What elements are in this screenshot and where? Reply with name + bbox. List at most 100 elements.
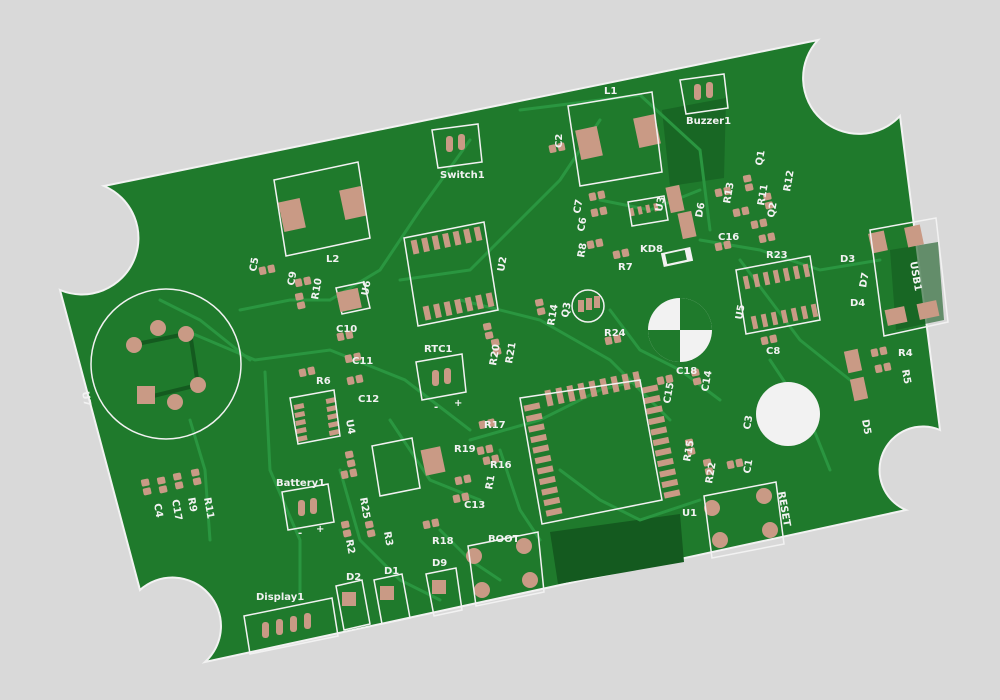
passive-pad bbox=[342, 529, 352, 538]
passive-footprint bbox=[656, 374, 674, 386]
label-R15: R15 bbox=[682, 439, 697, 462]
passive-pad bbox=[621, 248, 630, 258]
passive-footprint bbox=[870, 346, 888, 358]
passive-pad bbox=[344, 450, 354, 459]
label-R12: R12 bbox=[782, 169, 797, 192]
ic-pad bbox=[652, 436, 670, 447]
label-D4: D4 bbox=[850, 298, 865, 309]
passive-footprint bbox=[344, 450, 356, 468]
passive-pad bbox=[364, 520, 374, 529]
ic-pad bbox=[800, 305, 809, 320]
passive-pad bbox=[870, 348, 879, 358]
label-U5: U5 bbox=[734, 304, 747, 321]
label-L2: L2 bbox=[326, 254, 339, 265]
label-D6: D6 bbox=[694, 202, 707, 219]
ic-pad bbox=[661, 478, 679, 489]
ic-pad bbox=[780, 309, 789, 324]
label-U6: U6 bbox=[360, 280, 373, 297]
label-U2: U2 bbox=[496, 256, 509, 273]
passive-pad bbox=[491, 454, 500, 464]
cap-c18 bbox=[648, 298, 712, 362]
passive-footprint bbox=[336, 330, 354, 342]
passive-footprint bbox=[702, 458, 714, 476]
label-L1: L1 bbox=[604, 86, 617, 97]
passive-pad bbox=[190, 468, 200, 477]
passive-footprint bbox=[750, 218, 768, 230]
passive-pad bbox=[742, 174, 752, 183]
label-Switch1: Switch1 bbox=[440, 170, 485, 181]
u7-square-pad bbox=[137, 386, 155, 404]
u6-qfn bbox=[336, 287, 362, 313]
passive-pad bbox=[604, 336, 613, 346]
ic-pad bbox=[325, 397, 337, 404]
ic-pad bbox=[762, 271, 771, 286]
passive-pad bbox=[492, 347, 502, 356]
passive-pad bbox=[656, 376, 665, 386]
passive-footprint bbox=[732, 206, 750, 218]
passive-pad bbox=[487, 418, 496, 428]
passive-footprint bbox=[340, 468, 358, 480]
passive-pad bbox=[595, 238, 604, 248]
passive-pad bbox=[759, 218, 768, 228]
passive-pad bbox=[482, 456, 491, 466]
ic-pad bbox=[464, 296, 474, 312]
ic-pad bbox=[538, 475, 556, 486]
ic-pad bbox=[410, 239, 420, 255]
ic-pad bbox=[473, 226, 483, 242]
label-R16: R16 bbox=[490, 460, 512, 471]
label-R19: R19 bbox=[454, 444, 476, 455]
ic-pad bbox=[454, 298, 463, 314]
label-USB1: USB1 bbox=[907, 261, 923, 292]
passive-footprint bbox=[452, 492, 470, 504]
label-R17: R17 bbox=[484, 420, 506, 431]
label-R23: R23 bbox=[766, 250, 788, 261]
passive-pad bbox=[586, 240, 595, 250]
passive-pad bbox=[346, 376, 355, 386]
passive-footprint bbox=[422, 518, 440, 530]
ic-pad bbox=[663, 489, 681, 499]
ic-pad bbox=[433, 303, 442, 319]
ic-pad bbox=[792, 265, 801, 280]
label-C3: C3 bbox=[742, 414, 755, 430]
passive-footprint bbox=[482, 454, 500, 466]
ic-pad bbox=[632, 371, 642, 389]
ic-pad bbox=[327, 421, 339, 428]
ic-pad bbox=[772, 269, 781, 284]
pads-large bbox=[278, 114, 940, 476]
label-R22: R22 bbox=[704, 461, 719, 484]
copper-pour-antenna bbox=[550, 514, 684, 584]
passive-pad bbox=[463, 474, 472, 484]
passive-pad bbox=[758, 234, 767, 244]
label-C5: C5 bbox=[248, 256, 261, 272]
passive-footprint bbox=[476, 444, 494, 456]
label-Q3: Q3 bbox=[560, 301, 574, 318]
passive-pad bbox=[476, 446, 485, 456]
passive-footprint bbox=[586, 238, 604, 250]
passive-pad bbox=[344, 354, 353, 364]
passive-pad bbox=[612, 250, 621, 260]
ic-pad bbox=[443, 301, 453, 317]
passive-pad bbox=[741, 206, 750, 216]
passive-pad bbox=[303, 276, 312, 286]
passive-pad bbox=[267, 264, 276, 274]
passive-pad bbox=[366, 529, 376, 538]
q3-outline bbox=[571, 289, 605, 323]
label-C13: C13 bbox=[464, 500, 485, 511]
passive-pad bbox=[349, 468, 358, 478]
passive-pad bbox=[431, 518, 440, 528]
label-R9: R9 bbox=[185, 497, 198, 513]
passive-footprint bbox=[874, 362, 892, 374]
ic-pad bbox=[577, 382, 587, 400]
ic-pad bbox=[295, 427, 307, 434]
label-U4: U4 bbox=[343, 419, 356, 436]
passive-pad bbox=[714, 242, 723, 252]
passive-pad bbox=[452, 494, 461, 504]
passive-pad bbox=[484, 331, 494, 340]
passive-footprint bbox=[478, 418, 496, 430]
passive-pad bbox=[704, 467, 714, 476]
passive-footprint bbox=[590, 206, 608, 218]
label-R25: R25 bbox=[357, 497, 372, 520]
ic-pad bbox=[790, 307, 799, 322]
label-R13: R13 bbox=[722, 181, 737, 204]
label-R2: R2 bbox=[343, 539, 356, 555]
